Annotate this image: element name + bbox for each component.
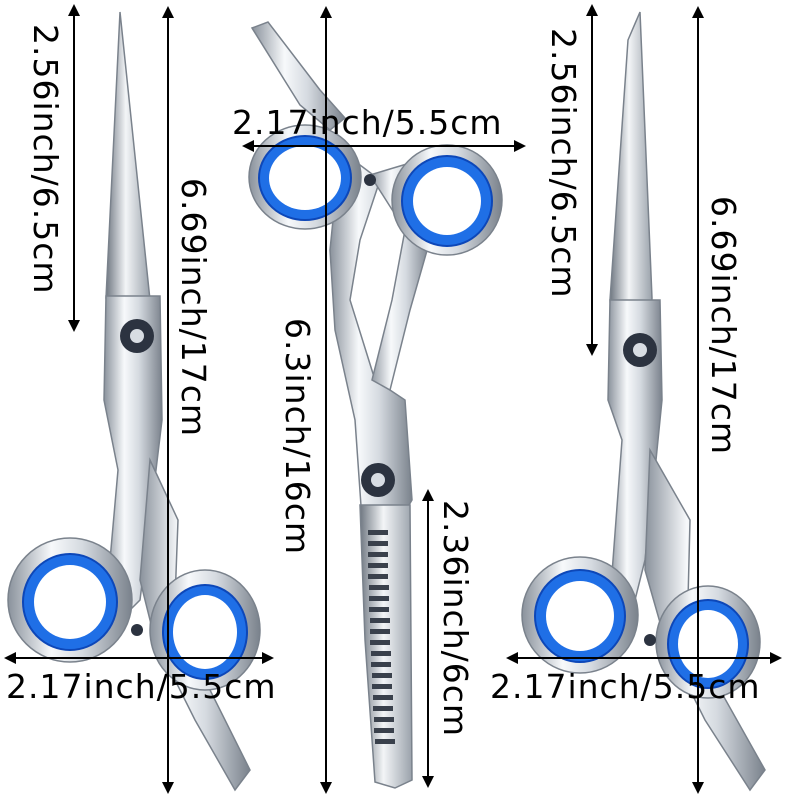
right-finger-ring — [655, 585, 761, 699]
dimension-labels: 2.56inch/6.5cm 6.69inch/17cm 2.17inch/5.… — [6, 24, 761, 737]
center-toothed-blade — [359, 504, 413, 789]
left-finger-ring — [149, 569, 261, 691]
right-blade-label: 2.56inch/6.5cm — [544, 28, 583, 299]
center-pivot-screw-icon — [361, 463, 395, 497]
left-blade — [105, 11, 151, 331]
left-ring — [7, 537, 133, 663]
left-handle-screw-icon — [131, 624, 143, 636]
left-length-label: 6.69inch/17cm — [174, 178, 213, 437]
thinning-scissors — [248, 21, 503, 789]
center-body — [329, 148, 413, 521]
right-width-label: 2.17inch/5.5cm — [490, 667, 761, 706]
center-right-ring — [391, 144, 503, 256]
center-teeth — [368, 530, 395, 744]
right-blade — [609, 11, 653, 331]
right-handle-screw-icon — [644, 634, 656, 646]
dimension-lines — [4, 4, 782, 794]
center-length-label: 6.3inch/16cm — [278, 318, 317, 555]
left-blade-label: 2.56inch/6.5cm — [26, 24, 65, 295]
center-left-ring — [248, 124, 362, 230]
left-width-label: 2.17inch/5.5cm — [6, 667, 277, 706]
center-tang-screw-icon — [364, 174, 376, 186]
right-length-label: 6.69inch/17cm — [704, 196, 743, 455]
left-pivot-screw-icon — [120, 319, 154, 353]
right-ring — [521, 556, 639, 674]
right-pivot-screw-icon — [623, 333, 657, 367]
center-width-label: 2.17inch/5.5cm — [232, 103, 503, 142]
right-scissors — [521, 11, 766, 792]
center-blade-label: 2.36inch/6cm — [436, 500, 475, 737]
right-handle-arm — [644, 447, 766, 792]
center-finger-tang — [250, 21, 347, 131]
